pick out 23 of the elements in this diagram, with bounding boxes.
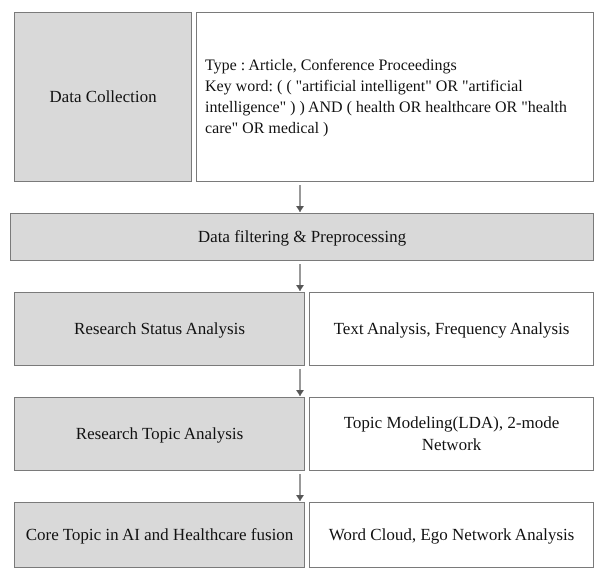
arrow [296,369,304,396]
box-text: Text Analysis, Frequency Analysis [334,318,570,340]
box-text: Type : Article, Conference Proceedings [205,56,457,76]
detail-box [196,12,594,182]
box-text: Topic Modeling(LDA), 2-mode Network [342,412,560,456]
process-box [14,502,305,568]
process-box [14,292,305,366]
process-box [14,397,305,471]
box-text: Word Cloud, Ego Network Analysis [328,524,574,546]
box-text: Research Topic Analysis [76,422,244,445]
box-text: Data filtering & Preprocessing [198,226,406,248]
box-text: Data Collection [49,86,157,108]
arrow [296,474,304,501]
method-box [309,292,594,366]
method-box [309,397,594,471]
box-text: Research Status Analysis [74,318,245,340]
arrow [296,185,304,212]
box-text: Key word: ( ( "artificial intelligent" OR "artificial intelligence" ) ) AND ( health OR healthcare OR "health care" OR medical ) [205,76,568,140]
process-box [10,213,594,261]
method-box [309,502,594,568]
arrow [296,264,304,291]
process-box [14,12,192,182]
box-text: Core Topic in AI and Healthcare fusion [26,524,294,546]
